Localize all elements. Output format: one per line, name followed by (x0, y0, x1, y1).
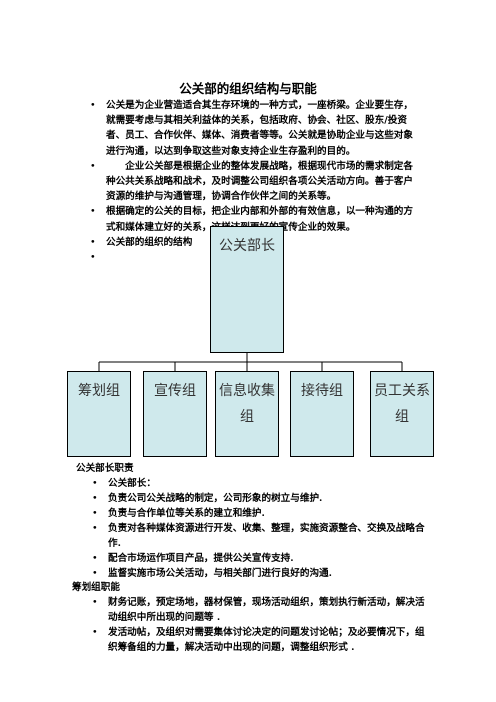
duty-item: 财务记账，预定场地，器材保管，现场活动组织，策划执行新活动，解决活动组织中所出现… (92, 595, 432, 625)
page-title: 公关部的组织结构与职能 (179, 81, 317, 96)
duty-item: 配合市场运作项目产品，提供公关宣传支持. (92, 551, 432, 566)
duty-item: 负责对各种媒体资源进行开发、收集、整理，实施资源整合、交换及战略合作. (92, 521, 432, 551)
org-box-head: 公关部长 (210, 226, 284, 353)
intro-item: 企业公关部是根据企业的整体发展战略，根据现代市场的需求制定各种公共关系战略和战术… (90, 159, 422, 205)
duty-item: 负责公司公关战略的制定，公司形象的树立与维护. (92, 491, 432, 506)
head-duties-list: 公关部长： 负责公司公关战略的制定，公司形象的树立与维护. 负责与合作单位等关系… (76, 476, 432, 581)
duty-item: 监督实施市场公关活动，与相关部门进行良好的沟通. (92, 566, 432, 581)
planning-duties-title: 筹划组职能 (72, 582, 120, 593)
duty-item: 负责与合作单位等关系的建立和维护. (92, 506, 432, 521)
duties-section: 公关部长职责 公关部长： 负责公司公关战略的制定，公司形象的树立与维护. 负责与… (72, 462, 432, 655)
duty-item: 公关部长： (92, 476, 432, 491)
planning-duties-list: 财务记账，预定场地，器材保管，现场活动组织，策划执行新活动，解决活动组织中所出现… (76, 595, 432, 655)
org-box-publicity: 宣传组 (143, 371, 207, 457)
org-box-reception: 接待组 (290, 371, 354, 457)
org-box-staff: 员工关系组 (370, 371, 434, 457)
intro-item: 公关部的组织的结构 (90, 235, 422, 250)
org-box-planning: 筹划组 (67, 371, 131, 457)
org-box-info: 信息收集组 (215, 371, 279, 457)
duty-item: 发活动帖，及组织对需要集体讨论决定的问题发讨论帖；及必要情况下，组织筹备组的力量… (92, 625, 432, 655)
head-duties-title: 公关部长职责 (76, 463, 134, 474)
intro-item: 公关是为企业营造适合其生存环境的一种方式，一座桥梁。企业要生存，就需要考虑与其相… (90, 98, 422, 159)
